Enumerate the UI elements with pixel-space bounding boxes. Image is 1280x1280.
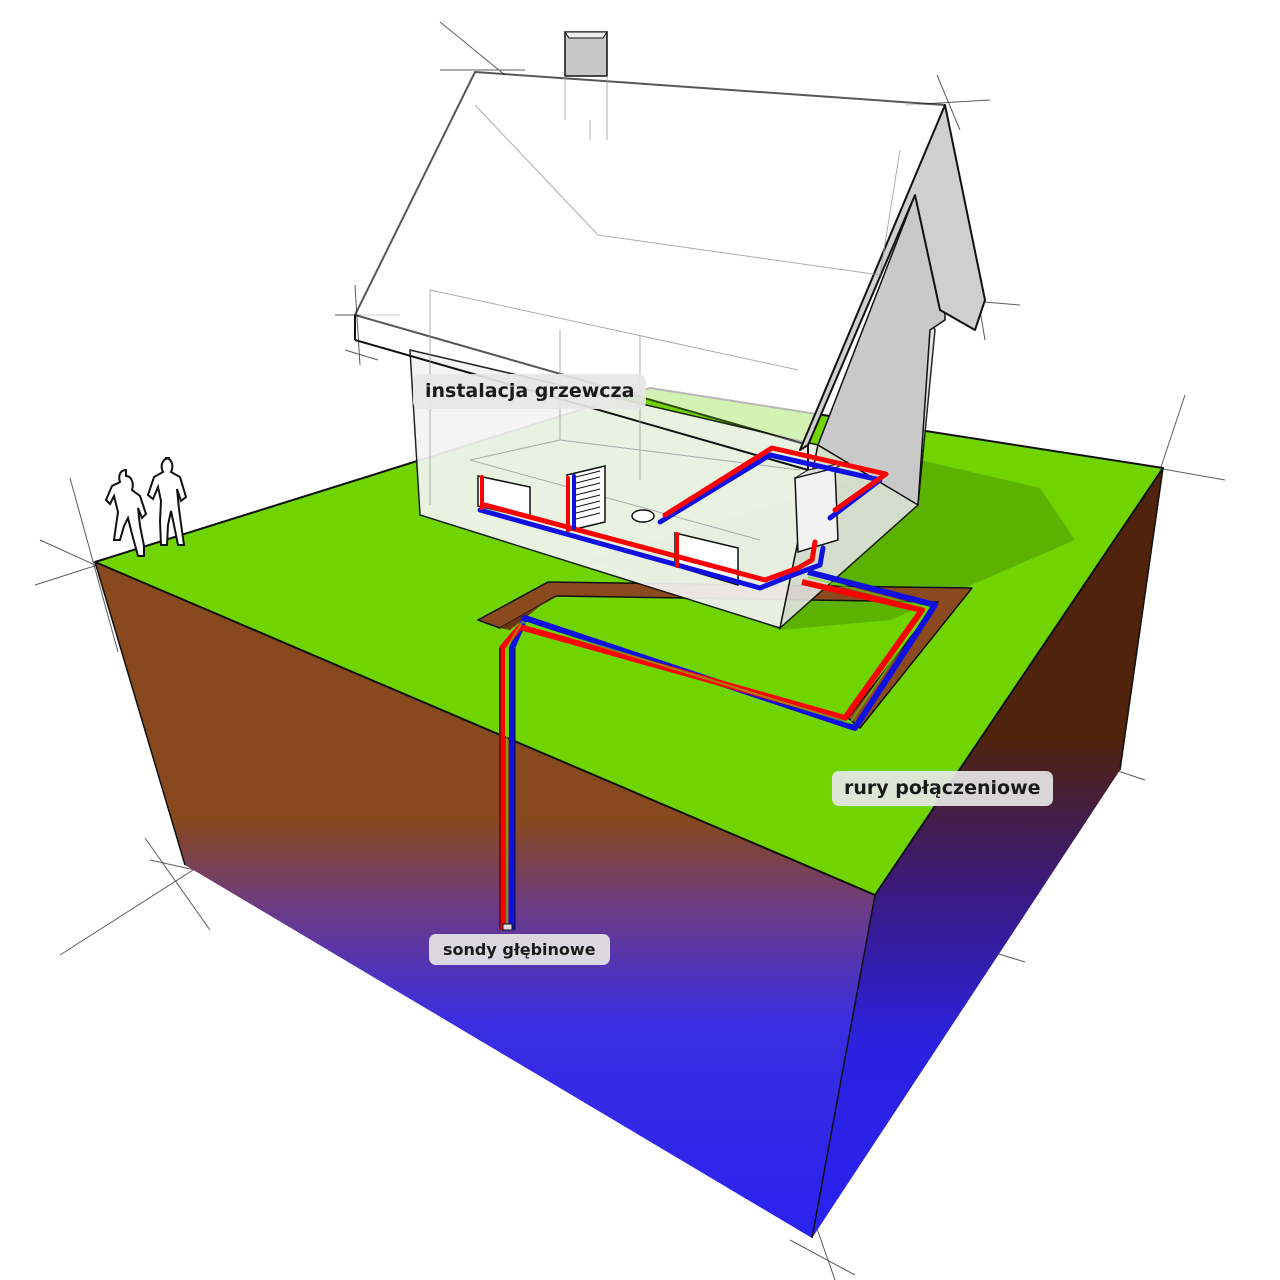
house (354, 31, 986, 631)
people-silhouette-icon (104, 457, 188, 557)
soil-front-face (95, 562, 875, 1238)
deep-probe-borehole (499, 648, 516, 931)
heat-pump-unit-icon (794, 461, 849, 553)
heating-installation-pipes (477, 445, 889, 591)
chimney (564, 31, 608, 77)
label-deep-probes: sondy głębinowe (429, 934, 610, 966)
label-connection-pipes: rury połączeniowe (832, 771, 1053, 806)
soil-right-face (812, 468, 1163, 1238)
label-heating-installation: instalacja grzewcza (413, 374, 647, 409)
roof-edge (799, 104, 986, 451)
connection-pipes (499, 569, 938, 930)
washbasin-icon (631, 509, 655, 523)
